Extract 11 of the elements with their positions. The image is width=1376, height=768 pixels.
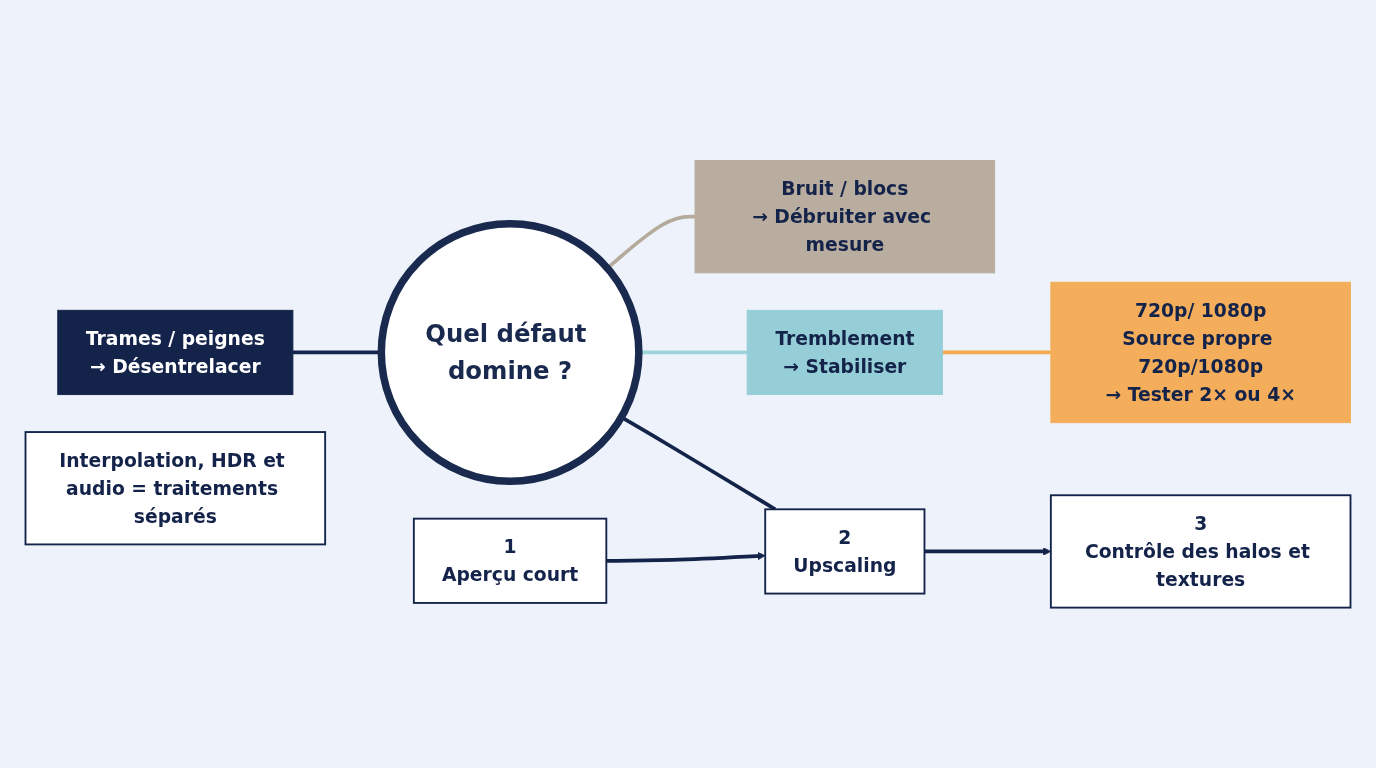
node-box: 3 Contrôle des halos et textures xyxy=(1049,494,1352,609)
node-box: Interpolation, HDR et audio = traitements séparés xyxy=(24,431,327,546)
node-circle: Quel défaut domine ? xyxy=(377,219,643,485)
node-box: Tremblement → Stabiliser xyxy=(746,309,943,395)
node-box: 1 Aperçu court xyxy=(412,517,608,604)
arrow xyxy=(606,551,766,563)
node-box: 720p/ 1080p Source propre 720p/1080p → Tester 2× ou 4× xyxy=(1050,281,1351,424)
connector xyxy=(942,350,1051,355)
node-box: Trames / peignes → Désentrelacer xyxy=(57,309,294,395)
node-box: 2 Upscaling xyxy=(764,508,926,595)
node-box: Bruit / blocs → Débruiter avec mesure xyxy=(694,159,996,274)
